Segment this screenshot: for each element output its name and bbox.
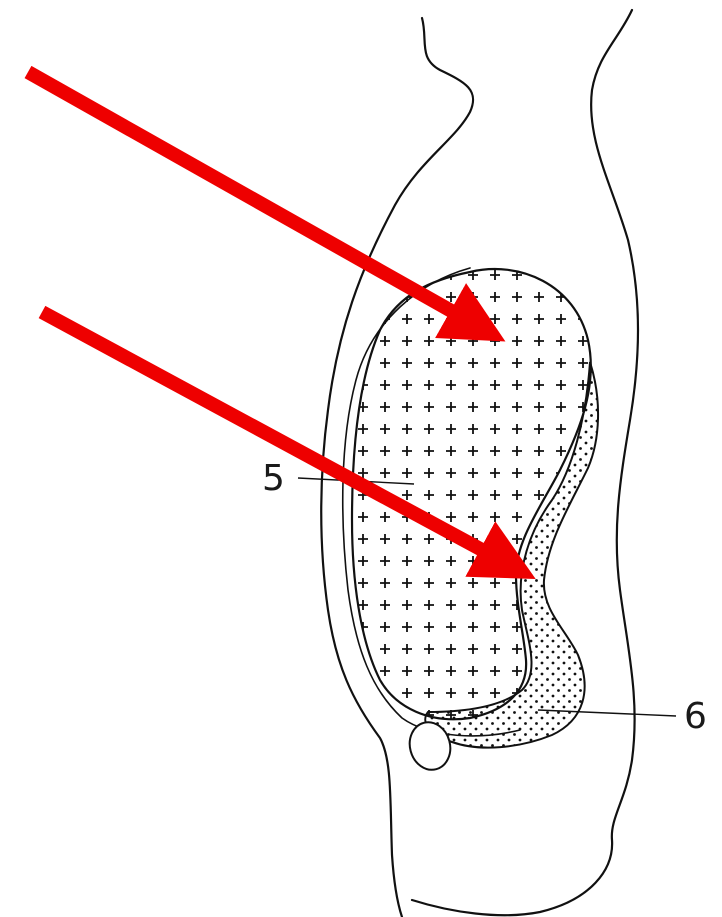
label-6: 6	[684, 696, 707, 737]
red-arrow-1	[28, 72, 478, 326]
label-5: 5	[262, 458, 285, 499]
